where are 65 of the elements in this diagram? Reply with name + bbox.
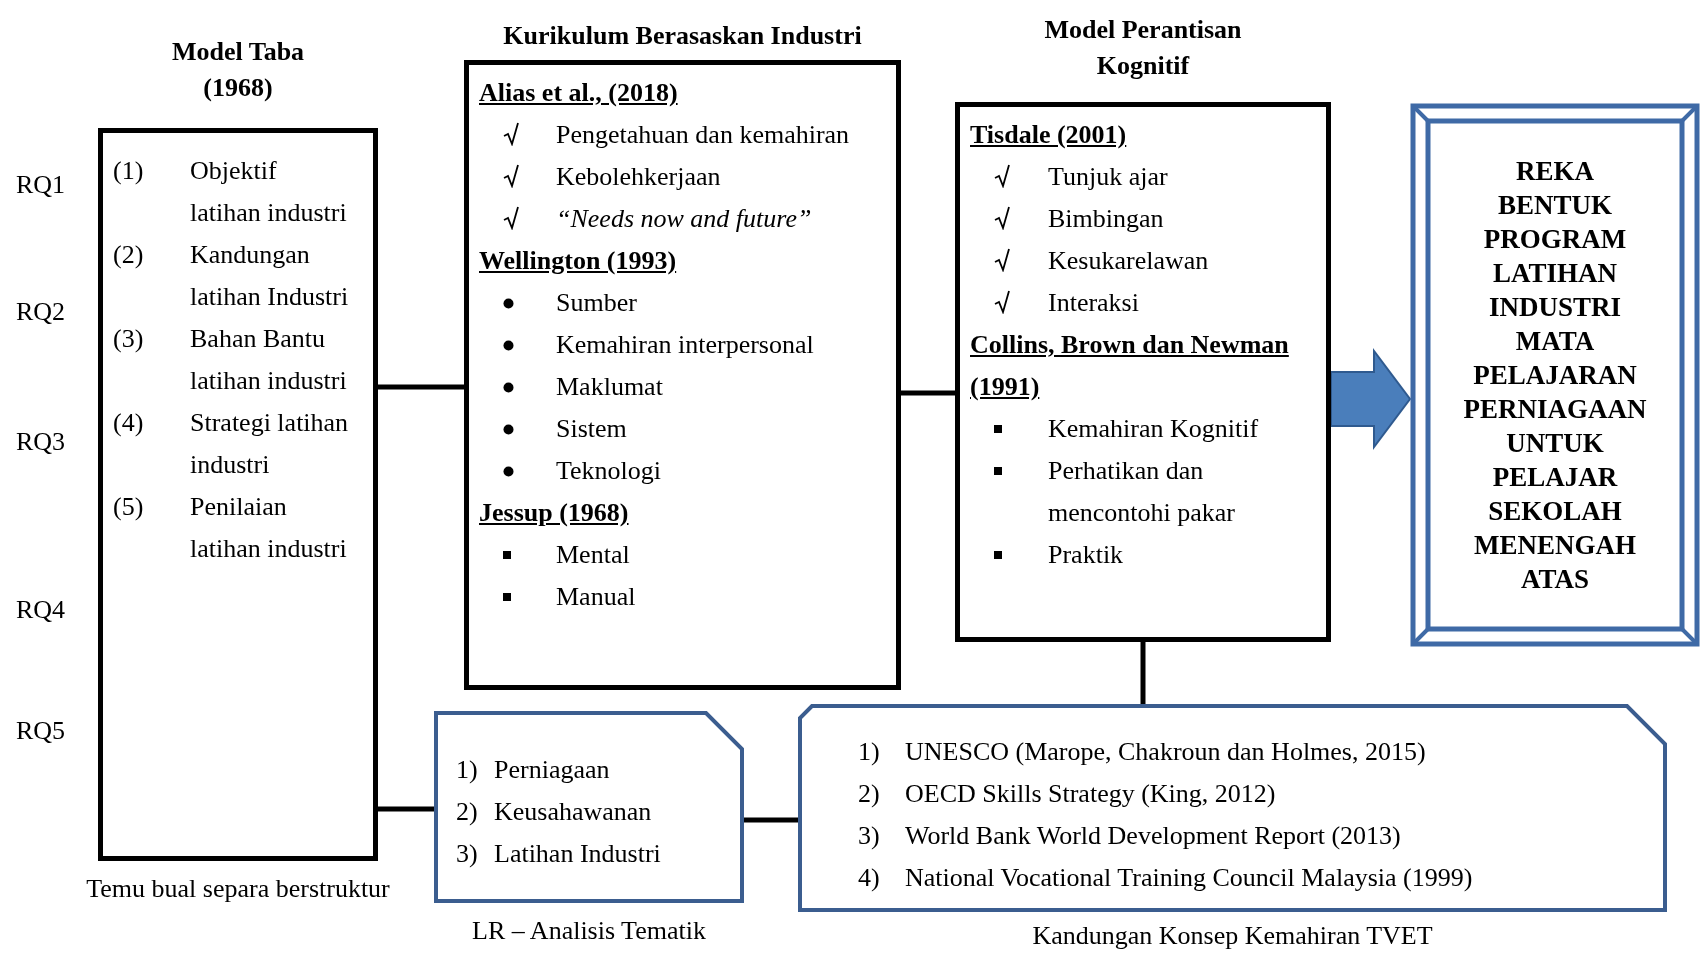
reference-heading: Alias et al., (2018) bbox=[479, 78, 678, 107]
connector-line bbox=[378, 384, 464, 390]
list-item: Sistem bbox=[556, 414, 627, 443]
list-item: Objektif latihan industri bbox=[190, 156, 347, 227]
list-item: Penilaian latihan industri bbox=[190, 492, 347, 563]
item-number: (4) bbox=[113, 408, 144, 437]
list-item: Praktik bbox=[1048, 540, 1124, 569]
box-title: Kurikulum Berasaskan Industri bbox=[502, 20, 863, 52]
reference-heading: Collins, Brown dan Newman (1991) bbox=[970, 330, 1289, 401]
list-item: UNESCO (Marope, Chakroun dan Holmes, 2015) bbox=[905, 737, 1426, 766]
list-item: Kesukarelawan bbox=[1048, 246, 1209, 275]
list-item: Mental bbox=[556, 540, 630, 569]
research-question-label: RQ3 bbox=[16, 427, 66, 457]
connector-line bbox=[901, 390, 955, 396]
list-item: Sumber bbox=[556, 288, 637, 317]
reference-heading: Tisdale (2001) bbox=[970, 120, 1127, 149]
connector-line bbox=[1140, 642, 1146, 704]
item-number: (1) bbox=[113, 156, 144, 185]
item-number: 1) bbox=[858, 737, 880, 766]
list-item: Bimbingan bbox=[1048, 204, 1164, 233]
list-item: Maklumat bbox=[556, 372, 663, 401]
list-item: Pengetahuan dan kemahiran bbox=[556, 120, 850, 149]
box-title: Model Taba (1968) bbox=[170, 36, 306, 104]
list-item: Kemahiran Kognitif bbox=[1048, 414, 1259, 443]
list-item: Kemahiran interpersonal bbox=[556, 330, 814, 359]
list-item: Kandungan latihan Industri bbox=[190, 240, 349, 311]
item-number: 2) bbox=[858, 779, 880, 808]
item-number: (5) bbox=[113, 492, 144, 521]
item-number: 3) bbox=[456, 839, 478, 868]
list-item: “Needs now and future” bbox=[556, 204, 812, 233]
outcome-text: REKA BENTUK PROGRAM LATIHAN INDUSTRI MATA PELAJARAN PERNIAGAAN UNTUK PELAJAR SEKOLAH MENENGAH ATAS bbox=[1463, 155, 1647, 596]
research-question-label: RQ5 bbox=[16, 716, 66, 746]
list-item: World Bank World Development Report (2013) bbox=[905, 821, 1401, 850]
outcome-box bbox=[1410, 103, 1700, 647]
list-item: Kebolehkerjaan bbox=[556, 162, 721, 191]
research-question-label: RQ2 bbox=[16, 297, 66, 327]
list-item: Keusahawanan bbox=[494, 797, 652, 826]
research-question-label: RQ1 bbox=[16, 170, 66, 200]
box-caption: Temu bual separa berstruktur bbox=[86, 874, 390, 903]
box-caption: LR – Analisis Tematik bbox=[472, 916, 706, 945]
list-item: Bahan Bantu latihan industri bbox=[190, 324, 347, 395]
list-item: Latihan Industri bbox=[494, 839, 661, 868]
item-number: (2) bbox=[113, 240, 144, 269]
item-number: 1) bbox=[456, 755, 478, 784]
list-item: Manual bbox=[556, 582, 636, 611]
list-item: Teknologi bbox=[556, 456, 662, 485]
item-number: 4) bbox=[858, 863, 880, 892]
list-item: OECD Skills Strategy (King, 2012) bbox=[905, 779, 1276, 808]
item-number: 2) bbox=[456, 797, 478, 826]
connector-line bbox=[744, 817, 798, 823]
connector-line bbox=[378, 806, 434, 812]
list-item: Strategi latihan industri bbox=[190, 408, 349, 479]
box-title: Model Perantisan Kognitif bbox=[1043, 14, 1243, 82]
list-item: Perniagaan bbox=[494, 755, 610, 784]
item-number: 3) bbox=[858, 821, 880, 850]
list-item: Perhatikan dan mencontohi pakar bbox=[1048, 456, 1235, 527]
list-item: National Vocational Training Council Malaysia (1999) bbox=[905, 863, 1473, 892]
list-item: Interaksi bbox=[1048, 288, 1139, 317]
reference-heading: Jessup (1968) bbox=[479, 498, 629, 527]
list-item: Tunjuk ajar bbox=[1048, 162, 1168, 191]
item-number: (3) bbox=[113, 324, 144, 353]
box-caption: Kandungan Konsep Kemahiran TVET bbox=[1032, 921, 1433, 950]
reference-heading: Wellington (1993) bbox=[479, 246, 677, 275]
research-question-label: RQ4 bbox=[16, 595, 66, 625]
block-arrow bbox=[1330, 348, 1412, 450]
